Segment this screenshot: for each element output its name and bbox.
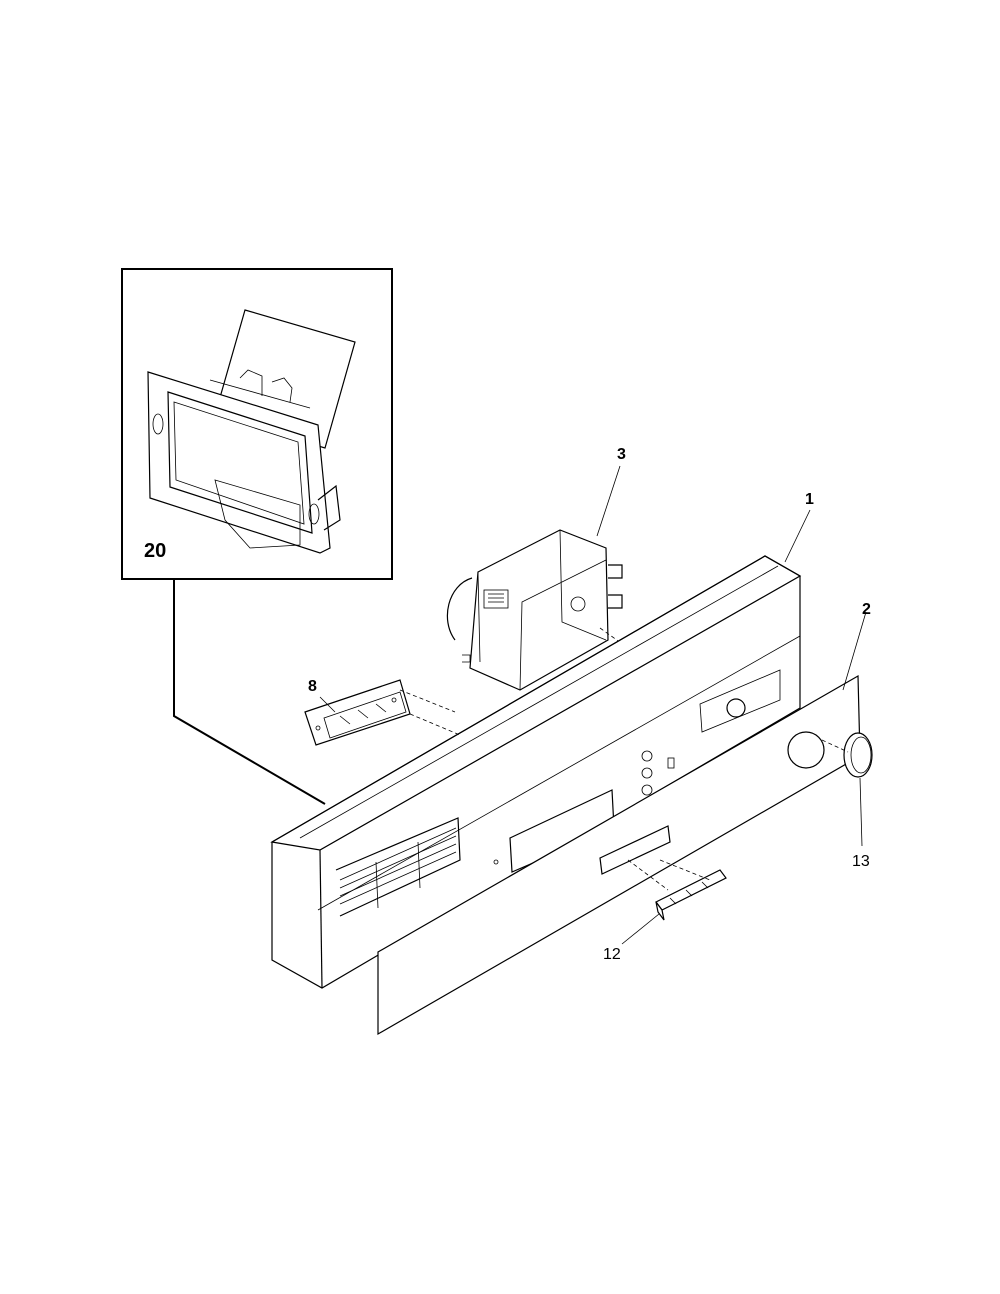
callout-13: 13 — [852, 853, 870, 870]
callout-2: 2 — [862, 601, 871, 618]
callout-12: 12 — [603, 946, 621, 963]
leader-12 — [621, 913, 660, 945]
switch-block-drawing — [304, 679, 411, 746]
knob-drawing — [843, 732, 873, 778]
callout-3: 3 — [617, 446, 626, 463]
leader-13 — [859, 777, 863, 847]
leader-1 — [784, 509, 811, 563]
callout-20: 20 — [144, 540, 166, 562]
leader-8 — [319, 696, 336, 713]
leader-3 — [596, 465, 621, 537]
control-panel-console — [270, 555, 802, 989]
button-strip-drawing — [655, 869, 727, 921]
leader-2 — [842, 611, 867, 691]
timer-module-drawing — [446, 529, 623, 691]
inset-leader-line — [173, 579, 326, 805]
dispenser-housing-drawing — [147, 309, 356, 554]
callout-8: 8 — [308, 678, 317, 695]
inset-box-part-20: 20 — [121, 268, 393, 580]
callout-1: 1 — [805, 491, 814, 508]
